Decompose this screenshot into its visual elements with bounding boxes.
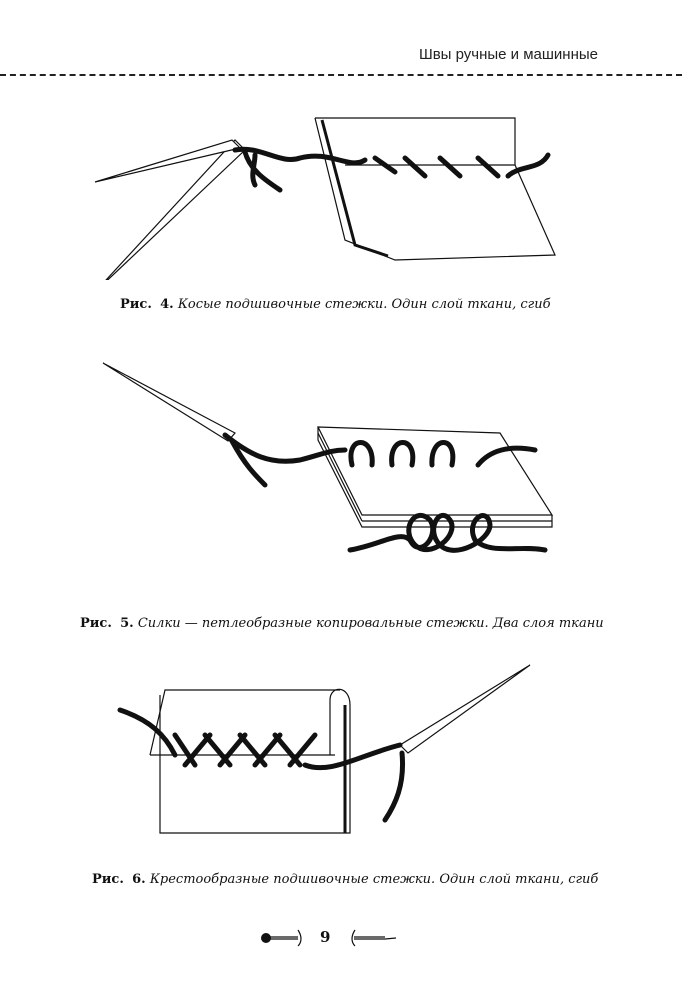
figure-5-caption: Рис. 5. Силки — петлеобразные копироваль…	[80, 616, 604, 631]
page-number: 9	[320, 928, 331, 946]
figure-6-caption: Рис. 6. Крестообразные подшивочные стежк…	[92, 872, 599, 887]
figure-6-illustration	[117, 664, 531, 834]
figure-4-caption: Рис. 4. Косые подшивочные стежки. Один с…	[120, 297, 551, 312]
running-header: Швы ручные и машинные	[418, 46, 598, 63]
dashed-divider	[0, 74, 682, 76]
pin-ornament-left-icon	[261, 929, 302, 947]
needle-ornament-right-icon	[351, 929, 397, 947]
figure-5-illustration	[102, 362, 554, 553]
figure-4-illustration	[94, 117, 556, 280]
